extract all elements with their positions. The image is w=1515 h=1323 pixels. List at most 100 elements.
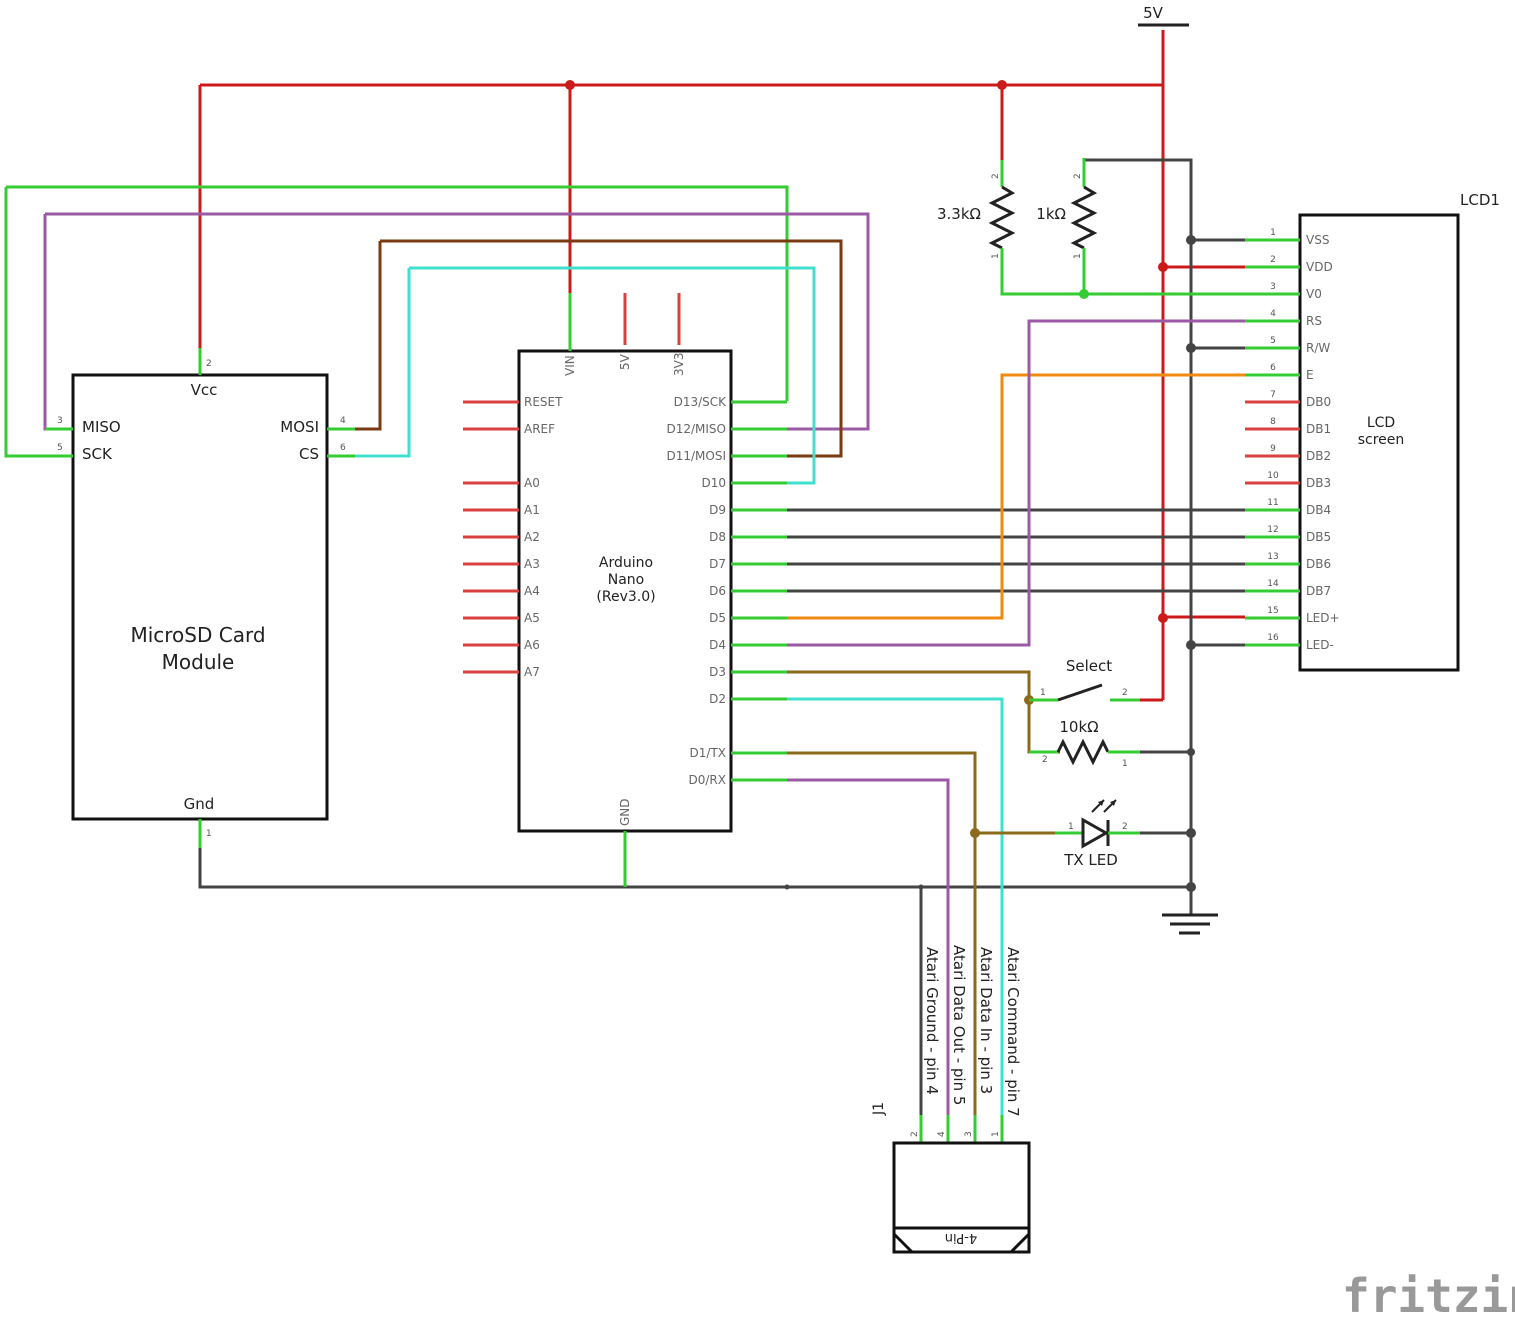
arduino-title: (Rev3.0) xyxy=(596,589,655,605)
pin-num: 2 xyxy=(1073,173,1083,179)
pin-label: D5 xyxy=(709,611,726,625)
junction xyxy=(1186,640,1196,650)
switch-label: Select xyxy=(1066,657,1112,675)
microsd-title: Module xyxy=(162,650,235,674)
pin-label: D13/SCK xyxy=(674,395,728,409)
pin-num: 1 xyxy=(1122,759,1128,769)
microsd-title: MicroSD Card xyxy=(130,623,265,647)
junction xyxy=(1186,882,1196,892)
junction xyxy=(918,884,924,890)
pin-label: DB0 xyxy=(1306,395,1331,409)
resistor-label: 10kΩ xyxy=(1059,718,1098,736)
pin-num: 6 xyxy=(1270,363,1276,373)
right-pins: D13/SCKD12/MISOD11/MOSID10D9D8D7D6D5D4D3… xyxy=(666,395,787,787)
tx-led: TX LED 1 2 xyxy=(1055,799,1140,869)
pin-label: D2 xyxy=(709,692,726,706)
pin-label: DB5 xyxy=(1306,530,1331,544)
select-switch[interactable]: Select 1 2 xyxy=(1029,657,1140,702)
pin-num: 13 xyxy=(1267,552,1278,562)
pin-num: 1 xyxy=(1068,822,1074,832)
pin-num: 16 xyxy=(1267,633,1279,643)
resistor-1k: 1kΩ 2 1 xyxy=(1036,158,1098,294)
lcd-title: screen xyxy=(1358,432,1405,448)
pin-num: 2 xyxy=(991,173,1001,179)
pin-num: 1 xyxy=(206,829,212,839)
pin-num: 3 xyxy=(57,416,63,426)
junction xyxy=(1186,235,1196,245)
pin-label: A6 xyxy=(524,638,540,652)
pin-label: D9 xyxy=(709,503,726,517)
lcd-ref: LCD1 xyxy=(1460,191,1500,209)
pin-num: 2 xyxy=(1270,255,1276,265)
pin-num: 3 xyxy=(964,1131,974,1137)
pin-label: D1/TX xyxy=(690,746,726,760)
pin-num: 11 xyxy=(1267,498,1278,508)
arduino-title: Nano xyxy=(608,572,645,588)
pin-num: 2 xyxy=(1042,755,1048,765)
pin-label: RESET xyxy=(524,395,563,409)
pin-label: DB2 xyxy=(1306,449,1331,463)
junction xyxy=(997,80,1007,90)
junction xyxy=(1186,343,1196,353)
pin-label: VSS xyxy=(1306,233,1329,247)
pin-label-gnd: Gnd xyxy=(184,795,215,813)
pin-num: 6 xyxy=(340,443,346,453)
pin-label: DB6 xyxy=(1306,557,1331,571)
microsd-module: MicroSD Card Module Vcc 2 MISO 3 SCK 5 M… xyxy=(6,348,355,848)
pin-label-3v3: 3V3 xyxy=(672,353,686,376)
pin-label: RS xyxy=(1306,314,1322,328)
pin-num: 3 xyxy=(1270,282,1276,292)
wire-d3-select xyxy=(735,670,1060,754)
pin-num: 8 xyxy=(1270,417,1276,427)
pin-label: A4 xyxy=(524,584,540,598)
pin-num: 1 xyxy=(1270,228,1276,238)
pin-label: DB4 xyxy=(1306,503,1331,517)
pin-num: 12 xyxy=(1267,525,1278,535)
wire-lcd-e xyxy=(735,373,1245,620)
pin-num: 1 xyxy=(1073,253,1083,259)
pin-label: E xyxy=(1306,368,1314,382)
pin-num: 9 xyxy=(1270,444,1276,454)
junctions xyxy=(565,80,1196,892)
pin-label: A0 xyxy=(524,476,540,490)
wire-label-command: Atari Command - pin 7 xyxy=(1004,947,1022,1117)
pin-num: 2 xyxy=(206,359,212,369)
pin-num: 5 xyxy=(1270,336,1276,346)
pin-num: 2 xyxy=(910,1131,920,1137)
pin-num: 1 xyxy=(1040,688,1046,698)
pin-num: 2 xyxy=(1122,822,1128,832)
junction xyxy=(1158,613,1168,623)
pin-label: D7 xyxy=(709,557,726,571)
pin-label-cs: CS xyxy=(299,445,319,463)
pin-label: A5 xyxy=(524,611,540,625)
lcd-title: LCD xyxy=(1367,415,1395,431)
pin-label: D8 xyxy=(709,530,726,544)
pin-label-mosi: MOSI xyxy=(280,418,319,436)
pin-num: 4 xyxy=(1270,309,1276,319)
wire-5v-bus xyxy=(198,30,1245,702)
pin-label: LED- xyxy=(1306,638,1334,652)
pin-num: 14 xyxy=(1267,579,1279,589)
junction xyxy=(1158,262,1168,272)
pin-label-sck: SCK xyxy=(82,445,113,463)
pin-num: 2 xyxy=(1122,688,1128,698)
pin-label-vin: VIN xyxy=(563,355,577,376)
pin-label-5v: 5V xyxy=(618,353,632,370)
pin-num: 4 xyxy=(340,416,346,426)
wire-label-data-in: Atari Data In - pin 3 xyxy=(977,947,995,1094)
wire-d2-command xyxy=(735,697,1004,1143)
pin-label: A7 xyxy=(524,665,540,679)
pin-label: R/W xyxy=(1306,341,1330,355)
wire-tx-datain xyxy=(735,751,1083,1143)
pin-label: DB3 xyxy=(1306,476,1331,490)
pin-label: V0 xyxy=(1306,287,1322,301)
pin-label: VDD xyxy=(1306,260,1333,274)
pin-label: DB7 xyxy=(1306,584,1331,598)
pin-label: D10 xyxy=(701,476,726,490)
resistor-label: 1kΩ xyxy=(1036,205,1066,223)
junction xyxy=(970,828,980,838)
arduino-title: Arduino xyxy=(599,555,653,571)
